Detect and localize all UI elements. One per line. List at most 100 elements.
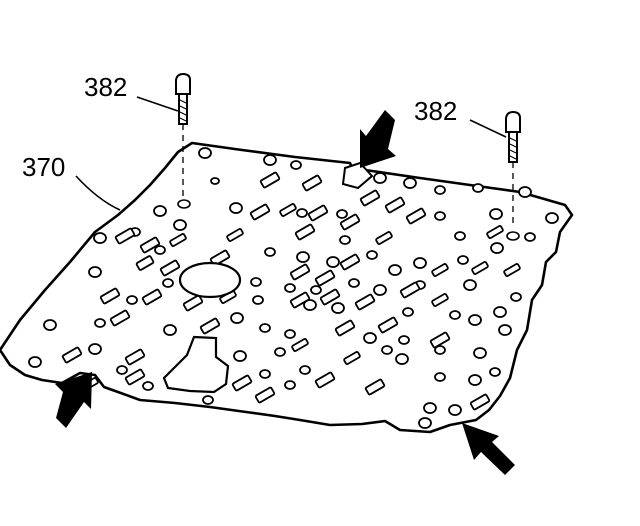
plate-hole (126, 295, 138, 305)
callout-label-bolt-right: 382 (414, 96, 457, 126)
plate-hole (434, 211, 446, 221)
plate-slot (384, 196, 406, 214)
callout-label-plate: 370 (22, 152, 65, 182)
plate-hole (403, 177, 417, 189)
plate-slot (139, 236, 161, 254)
plate-hole (259, 369, 271, 379)
plate-hole (296, 251, 310, 263)
plate-slot (289, 263, 311, 281)
plate-slot (405, 207, 427, 225)
plate-hole (296, 208, 308, 218)
plate-slot (301, 174, 323, 192)
arrow-icon (360, 110, 396, 168)
plate-hole (413, 257, 427, 269)
plate-slot (61, 346, 83, 364)
plate-slot (429, 331, 451, 349)
plate-slot (135, 255, 155, 271)
arrow-icon (462, 423, 515, 475)
plate-slot (339, 213, 361, 231)
plate-slot (364, 378, 386, 396)
plate-slot (141, 288, 163, 306)
notch-opening (341, 161, 374, 190)
plate-hole (518, 186, 532, 198)
plate-hole (162, 278, 174, 288)
plate-hole (339, 235, 351, 245)
plate-slot (377, 316, 399, 334)
plate-slot (231, 374, 253, 392)
plate-hole (448, 404, 462, 416)
plate-hole (299, 365, 311, 375)
plate-hole (252, 295, 264, 305)
plate-hole (198, 147, 212, 159)
plate-slot (226, 228, 244, 242)
plate-hole (366, 250, 378, 260)
plate-slot (343, 351, 361, 365)
plate-hole (163, 324, 177, 336)
plate-hole (210, 177, 220, 185)
plate-hole (434, 345, 446, 355)
plate-hole (489, 208, 503, 220)
plate-hole (88, 266, 102, 278)
plate-slot (334, 319, 356, 337)
plate-hole (326, 256, 340, 268)
plate-hole (230, 312, 244, 324)
plate-slot (279, 203, 297, 217)
plate-hole (468, 314, 482, 326)
plate-hole (233, 350, 247, 362)
plate-hole (274, 347, 286, 357)
plate-hole (423, 402, 437, 414)
plate-slot (289, 291, 311, 309)
plate-hole (284, 380, 296, 390)
plate-slot (99, 287, 121, 305)
plate-hole (498, 324, 512, 336)
plate-hole (373, 284, 387, 296)
plate-hole (153, 205, 167, 217)
plate-slot (254, 386, 276, 404)
plate-holes (28, 147, 559, 429)
plate-hole (457, 255, 469, 265)
plate-hole (493, 306, 507, 318)
plate-slot (169, 233, 187, 247)
plate-slot (182, 294, 204, 312)
irregular-opening (162, 335, 230, 394)
plate-hole (348, 278, 360, 288)
plate-slot (354, 293, 376, 311)
plate-slot (319, 288, 341, 306)
plate-slot (124, 348, 146, 366)
plate-slot (259, 171, 281, 189)
plate-slot (307, 204, 329, 222)
plate-slot (431, 263, 449, 277)
plate-hole (472, 183, 484, 193)
plate-hole (310, 285, 322, 295)
plate-hole (93, 232, 107, 244)
plate-hole (489, 367, 501, 377)
plate-hole (381, 345, 393, 355)
plate-hole (116, 365, 128, 375)
plate-slot (375, 231, 393, 245)
plate-hole (336, 209, 348, 219)
large-round-opening (178, 261, 242, 299)
bolt-icon (175, 72, 191, 209)
plate-slot (314, 269, 336, 287)
plate-slot (486, 225, 504, 239)
plate-hole (434, 372, 446, 382)
plate-hole (264, 247, 276, 257)
plate-slot (359, 189, 381, 207)
plate-hole (398, 335, 410, 345)
plate-hole (473, 347, 487, 359)
arrow-icon (55, 372, 92, 428)
plate-hole (468, 374, 482, 386)
plate-hole (454, 231, 466, 241)
plate-slot (399, 281, 421, 299)
plate-hole (373, 172, 387, 184)
plate-slot (199, 317, 221, 335)
plate-hole (43, 319, 57, 331)
plate-slot (314, 371, 336, 389)
plate-hole (510, 292, 522, 302)
plate-hole (418, 417, 432, 429)
plate-hole (173, 219, 187, 231)
plate-hole (263, 154, 277, 166)
plate-slot (339, 253, 361, 271)
plate-hole (284, 283, 296, 293)
